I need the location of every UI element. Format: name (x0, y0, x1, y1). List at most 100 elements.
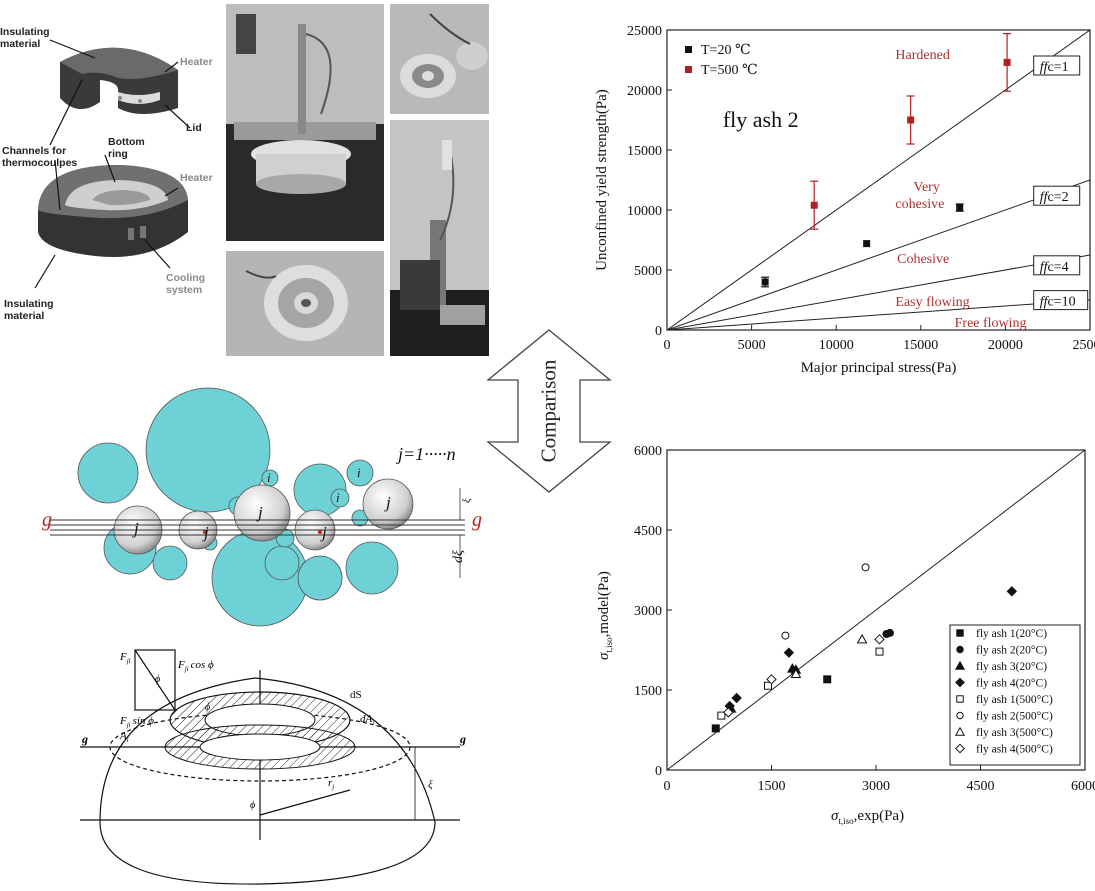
xi-label: ξ (461, 498, 473, 503)
photo-apparatus-side (390, 120, 489, 356)
flow-label-1: ffc=1 (1040, 60, 1069, 75)
y2-tick-label-2: 3000 (634, 604, 662, 619)
y2-tick-label-4: 6000 (634, 444, 662, 459)
j-label-1: j (132, 519, 139, 538)
g-right-hemi-label: g (459, 732, 466, 746)
x-tick-label-4: 20000 (988, 338, 1023, 353)
legend2-marker-0 (957, 630, 963, 636)
data2-point-s4-0 (718, 712, 725, 719)
x2-tick-label-2: 3000 (862, 779, 890, 794)
shear-cell-diagram: Insulating material Heater Lid Channels … (0, 0, 215, 345)
i-label-2: i (336, 490, 340, 505)
flow-label-3: ffc=4 (1040, 260, 1069, 275)
legend2-marker-1 (957, 646, 963, 652)
x2-tick-label-0: 0 (664, 779, 671, 794)
particle-diagram: j=1·····n g g ξ dξ j j j j j i i i (30, 378, 500, 640)
data2-point-s1-1 (886, 629, 893, 636)
region-label-3: Cohesive (897, 252, 949, 267)
data-point-s0-2 (956, 204, 963, 211)
j-label-3: j (256, 503, 263, 522)
range-label: j=1·····n (396, 444, 456, 464)
label-bottom-ring: Bottom ring (108, 136, 145, 160)
chart1-title: fly ash 2 (723, 107, 799, 132)
y-tick-label-4: 20000 (627, 84, 662, 99)
chart2-plot: 0015001500300030004500450060006000σt,iso… (596, 444, 1095, 826)
label-lid: Lid (186, 122, 202, 134)
legend2-label-6: fly ash 3(500°C) (976, 727, 1053, 739)
legend-marker-0 (685, 46, 692, 53)
f-ji-label: Fji (119, 651, 131, 665)
legend2-label-3: fly ash 4(20°C) (976, 678, 1047, 690)
label-insulating-material-bottom: Insulating material (4, 298, 54, 322)
y-tick-label-5: 25000 (627, 24, 662, 39)
j-label-4: j (320, 523, 327, 542)
data2-point-s0-0 (712, 725, 719, 732)
dxi-label: dξ (451, 550, 466, 563)
x-tick-label-5: 25000 (1073, 338, 1095, 353)
x2-tick-label-3: 4500 (967, 779, 995, 794)
label-heater-bottom: Heater (180, 172, 213, 184)
legend2-label-7: fly ash 4(500°C) (976, 744, 1053, 756)
g-left-hemi-label: g (81, 732, 88, 746)
g-right-label: g (472, 509, 482, 531)
y2-tick-label-0: 0 (655, 764, 662, 779)
label-insulating-material-top: Insulating material (0, 26, 50, 50)
legend2-label-2: fly ash 3(20°C) (976, 661, 1047, 673)
photo-cell-bottom (226, 251, 384, 356)
data2-point-s5-0 (782, 632, 789, 639)
phi-bottom-label: ϕ (250, 800, 255, 811)
y-tick-label-0: 0 (655, 324, 662, 339)
phi-mid-label: ϕ (205, 702, 210, 713)
data2-point-s7-2 (875, 635, 884, 644)
legend2-label-1: fly ash 2(20°C) (976, 645, 1047, 657)
x2-tick-label-1: 1500 (758, 779, 786, 794)
data2-point-s0-1 (824, 676, 831, 683)
x-tick-label-2: 10000 (819, 338, 854, 353)
photo-cell-top (390, 4, 489, 114)
y-axis-label: Unconfined yield strength(Pa) (594, 89, 610, 271)
a-i-label: Ai (119, 730, 129, 744)
legend2-marker-5 (957, 712, 963, 718)
x-tick-label-0: 0 (664, 338, 671, 353)
x2-axis-label: σt,iso,exp(Pa) (831, 808, 904, 826)
y-tick-label-1: 5000 (634, 264, 662, 279)
photo-apparatus-main (226, 4, 384, 241)
legend2-marker-4 (957, 696, 963, 702)
x-tick-label-1: 5000 (738, 338, 766, 353)
label-cooling-system: Cooling system (166, 272, 205, 296)
flow-label-4: ffc=10 (1040, 295, 1076, 310)
legend2-label-4: fly ash 1(500°C) (976, 694, 1053, 706)
y-tick-label-3: 15000 (627, 144, 662, 159)
ds-label: dS (350, 689, 362, 701)
lid-part (60, 48, 178, 114)
bottom-ring-part (38, 165, 188, 257)
flow-line-2 (667, 180, 1090, 330)
r-j-label: rj (328, 777, 334, 791)
x-axis-label: Major principal stress(Pa) (801, 360, 957, 376)
data-point-s0-1 (863, 240, 870, 247)
region-label-4: Easy flowing (895, 295, 969, 310)
x-tick-label-3: 15000 (903, 338, 938, 353)
legend-label-0: T=20 ℃ (701, 43, 751, 58)
label-heater-top: Heater (180, 56, 213, 68)
region-label-1: Hardened (895, 48, 949, 63)
da-i-label: dAi (360, 713, 374, 727)
region-label-5: Free flowing (955, 316, 1027, 331)
j-label-2: j (202, 523, 209, 542)
chart-model-vs-exp: 0015001500300030004500450060006000σt,iso… (590, 440, 1095, 840)
data2-point-s6-1 (858, 635, 867, 643)
comparison-label: Comparison (537, 360, 562, 463)
hatched-zone (165, 692, 355, 769)
j-label-5: j (384, 493, 391, 512)
legend2-label-5: fly ash 2(500°C) (976, 711, 1053, 723)
i-label-3: i (357, 465, 361, 480)
g-left-label: g (42, 509, 52, 531)
data-point-s1-1 (907, 117, 914, 124)
label-channels: Channels for thermocoulpes (2, 145, 77, 169)
x2-tick-label-4: 6000 (1071, 779, 1095, 794)
data-point-s0-0 (762, 279, 769, 286)
